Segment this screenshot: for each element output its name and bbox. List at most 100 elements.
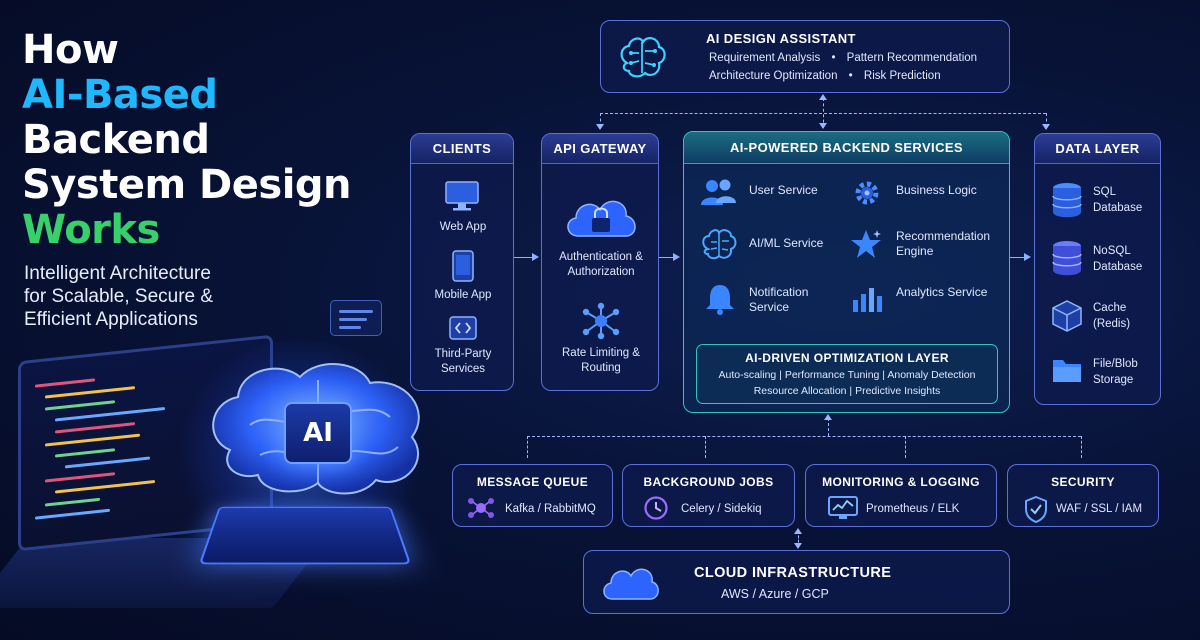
subtitle: Intelligent Architecture for Scalable, S… (24, 262, 344, 331)
headline-line-5: Works (22, 207, 160, 253)
headline: How AI-Based Backend System Design Works (22, 28, 402, 253)
gear-icon (855, 181, 879, 205)
data-nosql-line-2: Database (1093, 261, 1143, 273)
assistant-feature-risk-prediction: Risk Prediction (863, 70, 941, 82)
data-nosql-line-1: NoSQL (1093, 245, 1131, 257)
api-gateway-panel: API GATEWAY Authentication & Authorizati… (541, 133, 659, 391)
gateway-rate-limiting: Rate Limiting & Routing (562, 347, 640, 374)
connector-gateway-backend (659, 257, 675, 258)
cloud-lock-icon (567, 200, 636, 237)
clients-panel: CLIENTS Web App Mobile App Third-Party S… (410, 133, 514, 391)
service-business-logic: Business Logic (896, 183, 977, 197)
service-ai-ml: AI/ML Service (749, 236, 824, 250)
security-detail: WAF / SSL / IAM (1056, 503, 1143, 515)
optimization-title: AI-DRIVEN OPTIMIZATION LAYER (745, 351, 949, 365)
arrow-down-icon (794, 543, 802, 549)
assistant-title: AI DESIGN ASSISTANT (706, 31, 856, 46)
cube-icon (1052, 300, 1082, 332)
connector-backend-data (1010, 257, 1026, 258)
folder-icon (1053, 360, 1081, 382)
gateway-title: API GATEWAY (553, 141, 647, 156)
backend-support-connector (828, 418, 829, 436)
assistant-feature-architecture-optimization: Architecture Optimization (709, 70, 838, 82)
assistant-feature-pattern-recommendation: Pattern Recommendation (846, 52, 978, 64)
headline-line-4: System Design (22, 162, 352, 208)
brain-circuit-icon (620, 37, 666, 78)
service-analytics: Analytics Service (896, 285, 988, 299)
data-blob-line-1: File/Blob (1093, 358, 1138, 370)
star-icon (851, 230, 881, 258)
data-layer-title: DATA LAYER (1055, 141, 1140, 156)
cloud-icon (603, 568, 659, 600)
headline-line-2: AI-Based (22, 72, 218, 118)
bell-icon (706, 285, 734, 315)
monitor-chart-icon (828, 496, 858, 519)
support-branch-line (527, 436, 1081, 437)
brain-icon (702, 229, 737, 260)
headline-line-3: Backend (22, 117, 210, 163)
users-icon (701, 179, 736, 205)
message-queue-icon (468, 498, 494, 518)
optimization-row-2: Resource Allocation | Predictive Insight… (753, 385, 941, 397)
security-title: SECURITY (1051, 475, 1115, 489)
cloud-connector (798, 531, 799, 547)
subtitle-line-2: for Scalable, Secure & (24, 286, 214, 307)
client-mobile-app: Mobile App (434, 289, 492, 301)
arrow-up-icon (819, 94, 827, 100)
monitoring-logging-panel: MONITORING & LOGGING Prometheus / ELK (805, 464, 997, 527)
assistant-branch-left (600, 113, 601, 127)
network-hub-icon (582, 302, 620, 340)
data-sql-line-2: Database (1093, 202, 1143, 214)
shield-icon (1025, 495, 1047, 523)
background-jobs-detail: Celery / Sidekiq (681, 503, 762, 515)
clients-title: CLIENTS (432, 141, 492, 156)
ai-chip: AI (284, 402, 352, 464)
gateway-authentication: Authentication & Authorization (559, 251, 643, 278)
clock-icon (644, 496, 668, 520)
code-brackets-icon (449, 316, 477, 340)
cloud-title: CLOUD INFRASTRUCTURE (694, 565, 892, 581)
cloud-infrastructure-panel: CLOUD INFRASTRUCTURE AWS / Azure / GCP (583, 550, 1010, 614)
arrow-right-icon (532, 253, 539, 261)
monitoring-title: MONITORING & LOGGING (822, 475, 980, 489)
monitoring-detail: Prometheus / ELK (866, 503, 960, 515)
data-sql-line-1: SQL (1093, 186, 1117, 198)
arrow-right-icon (1024, 253, 1031, 261)
arrow-up-icon (794, 528, 802, 534)
floating-window-icon (330, 300, 382, 336)
arrow-down-icon (1042, 124, 1050, 130)
optimization-row-1: Auto-scaling | Performance Tuning | Anom… (718, 369, 976, 381)
message-queue-title: MESSAGE QUEUE (476, 475, 589, 489)
security-panel: SECURITY WAF / SSL / IAM (1007, 464, 1159, 527)
arrow-down-icon (596, 124, 604, 130)
database-icon (1052, 241, 1082, 276)
assistant-feature-requirement-analysis: Requirement Analysis (709, 52, 821, 64)
backend-services-panel: AI-POWERED BACKEND SERVICES User Service… (683, 131, 1010, 413)
headline-line-1: How (22, 27, 119, 73)
data-cache-line-1: Cache (1093, 302, 1127, 314)
service-recommendation-engine: Recommendation Engine (896, 229, 991, 258)
glowing-platform (198, 506, 412, 565)
arrow-right-icon (673, 253, 680, 261)
client-web-app: Web App (439, 221, 487, 233)
support-branch-3 (905, 436, 906, 458)
support-branch-1 (527, 436, 528, 458)
mobile-phone-icon (452, 250, 474, 282)
assistant-branch-line (600, 113, 1046, 114)
service-user: User Service (749, 183, 818, 197)
database-icon (1052, 183, 1082, 218)
background-jobs-panel: BACKGROUND JOBS Celery / Sidekiq (622, 464, 795, 527)
data-blob-line-2: Storage (1093, 374, 1134, 386)
bar-chart-icon (853, 288, 882, 312)
ai-design-assistant-panel: AI DESIGN ASSISTANT Requirement Analysis… (600, 20, 1010, 93)
data-layer-panel: DATA LAYER SQL Database NoSQL Database C… (1034, 133, 1161, 405)
support-branch-4 (1081, 436, 1082, 458)
assistant-bullet: • (831, 52, 836, 64)
assistant-bullet: • (848, 70, 853, 82)
optimization-layer-box: AI-DRIVEN OPTIMIZATION LAYER Auto-scalin… (696, 344, 998, 404)
backend-title: AI-POWERED BACKEND SERVICES (729, 140, 964, 155)
arrow-down-icon (819, 123, 827, 129)
service-notification: Notification Service (749, 285, 809, 314)
connector-clients-gateway (514, 257, 534, 258)
subtitle-line-3: Efficient Applications (24, 309, 198, 330)
